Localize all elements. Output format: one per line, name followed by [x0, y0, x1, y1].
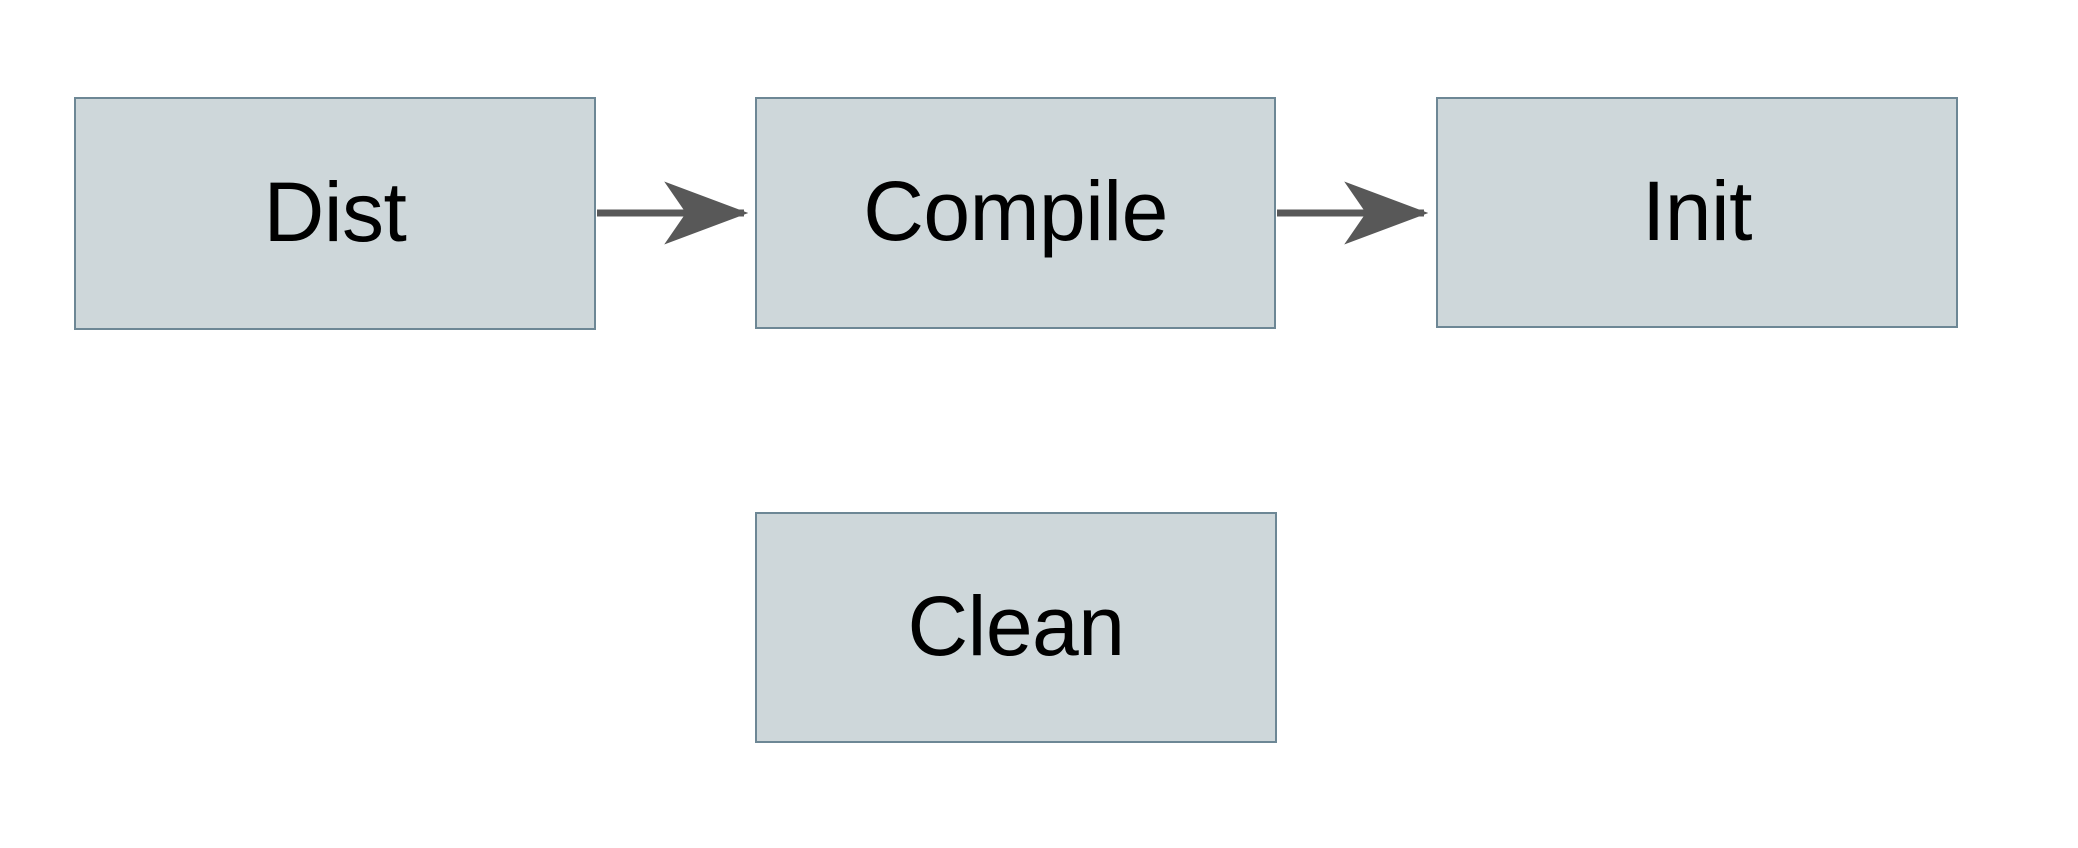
node-clean[interactable]: Clean: [755, 512, 1277, 743]
node-compile[interactable]: Compile: [755, 97, 1276, 329]
node-init-label: Init: [1641, 163, 1753, 258]
node-dist[interactable]: Dist: [74, 97, 596, 330]
node-compile-label: Compile: [863, 164, 1168, 258]
node-dist-label: Dist: [263, 164, 407, 259]
node-clean-label: Clean: [907, 578, 1125, 673]
node-init[interactable]: Init: [1436, 97, 1958, 328]
